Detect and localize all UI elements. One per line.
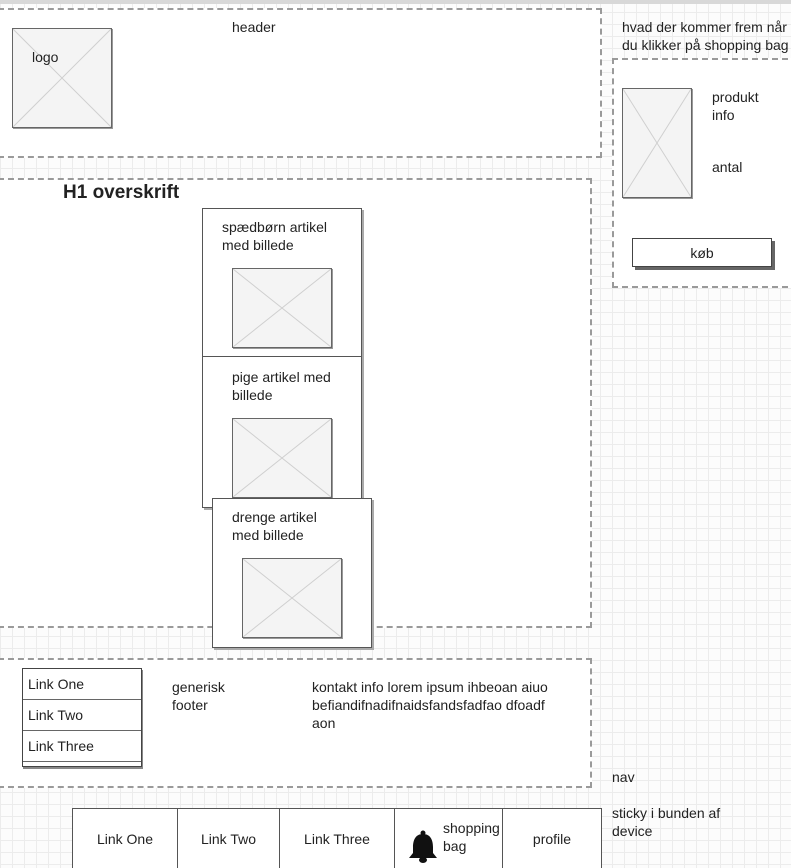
article-label-boys: drenge artikel med billede — [232, 509, 317, 543]
article-label-girls: pige artikel med billede — [232, 369, 331, 403]
logo-placeholder[interactable] — [12, 28, 112, 128]
image-placeholder-icon — [233, 419, 331, 497]
nav-link-three[interactable]: Link Three — [280, 809, 395, 868]
footer-link-one[interactable]: Link One — [23, 669, 141, 700]
quantity-label: antal — [712, 159, 743, 175]
product-image-placeholder — [622, 88, 692, 198]
shopping-bag-label: shopping bag — [443, 820, 500, 854]
top-strip — [0, 0, 791, 4]
footer-link-three[interactable]: Link Three — [23, 731, 141, 762]
footer-link-two[interactable]: Link Two — [23, 700, 141, 731]
image-placeholder-icon — [233, 269, 331, 347]
article-image-girls — [232, 418, 332, 498]
footer-generic-label: generisk footer — [172, 679, 225, 713]
logo-label: logo — [32, 49, 59, 65]
sticky-note: sticky i bunden af device — [612, 805, 721, 839]
nav-label: nav — [612, 769, 635, 785]
buy-button[interactable]: køb — [632, 238, 772, 267]
article-image-infants — [232, 268, 332, 348]
product-info-label: produkt info — [712, 89, 759, 123]
article-image-boys — [242, 558, 342, 638]
nav-shopping-bag[interactable]: shopping bag — [395, 809, 503, 868]
footer-contact-info: kontakt info lorem ipsum ihbeoan aiuobef… — [312, 679, 548, 731]
image-placeholder-icon — [13, 29, 111, 127]
footer-link-list: Link One Link Two Link Three — [22, 668, 142, 767]
cart-panel-note: hvad der kommer frem når du klikker på s… — [622, 19, 789, 53]
bottom-nav-bar: Link One Link Two Link Three shopping ba… — [72, 808, 602, 868]
article-label-infants: spædbørn artikel med billede — [222, 219, 328, 253]
bell-icon — [405, 829, 441, 865]
image-placeholder-icon — [623, 89, 691, 197]
nav-link-one[interactable]: Link One — [73, 809, 178, 868]
image-placeholder-icon — [243, 559, 341, 637]
header-label: header — [232, 19, 276, 35]
nav-link-two[interactable]: Link Two — [178, 809, 280, 868]
nav-profile[interactable]: profile — [532, 830, 572, 847]
page-title: H1 overskrift — [63, 182, 180, 203]
